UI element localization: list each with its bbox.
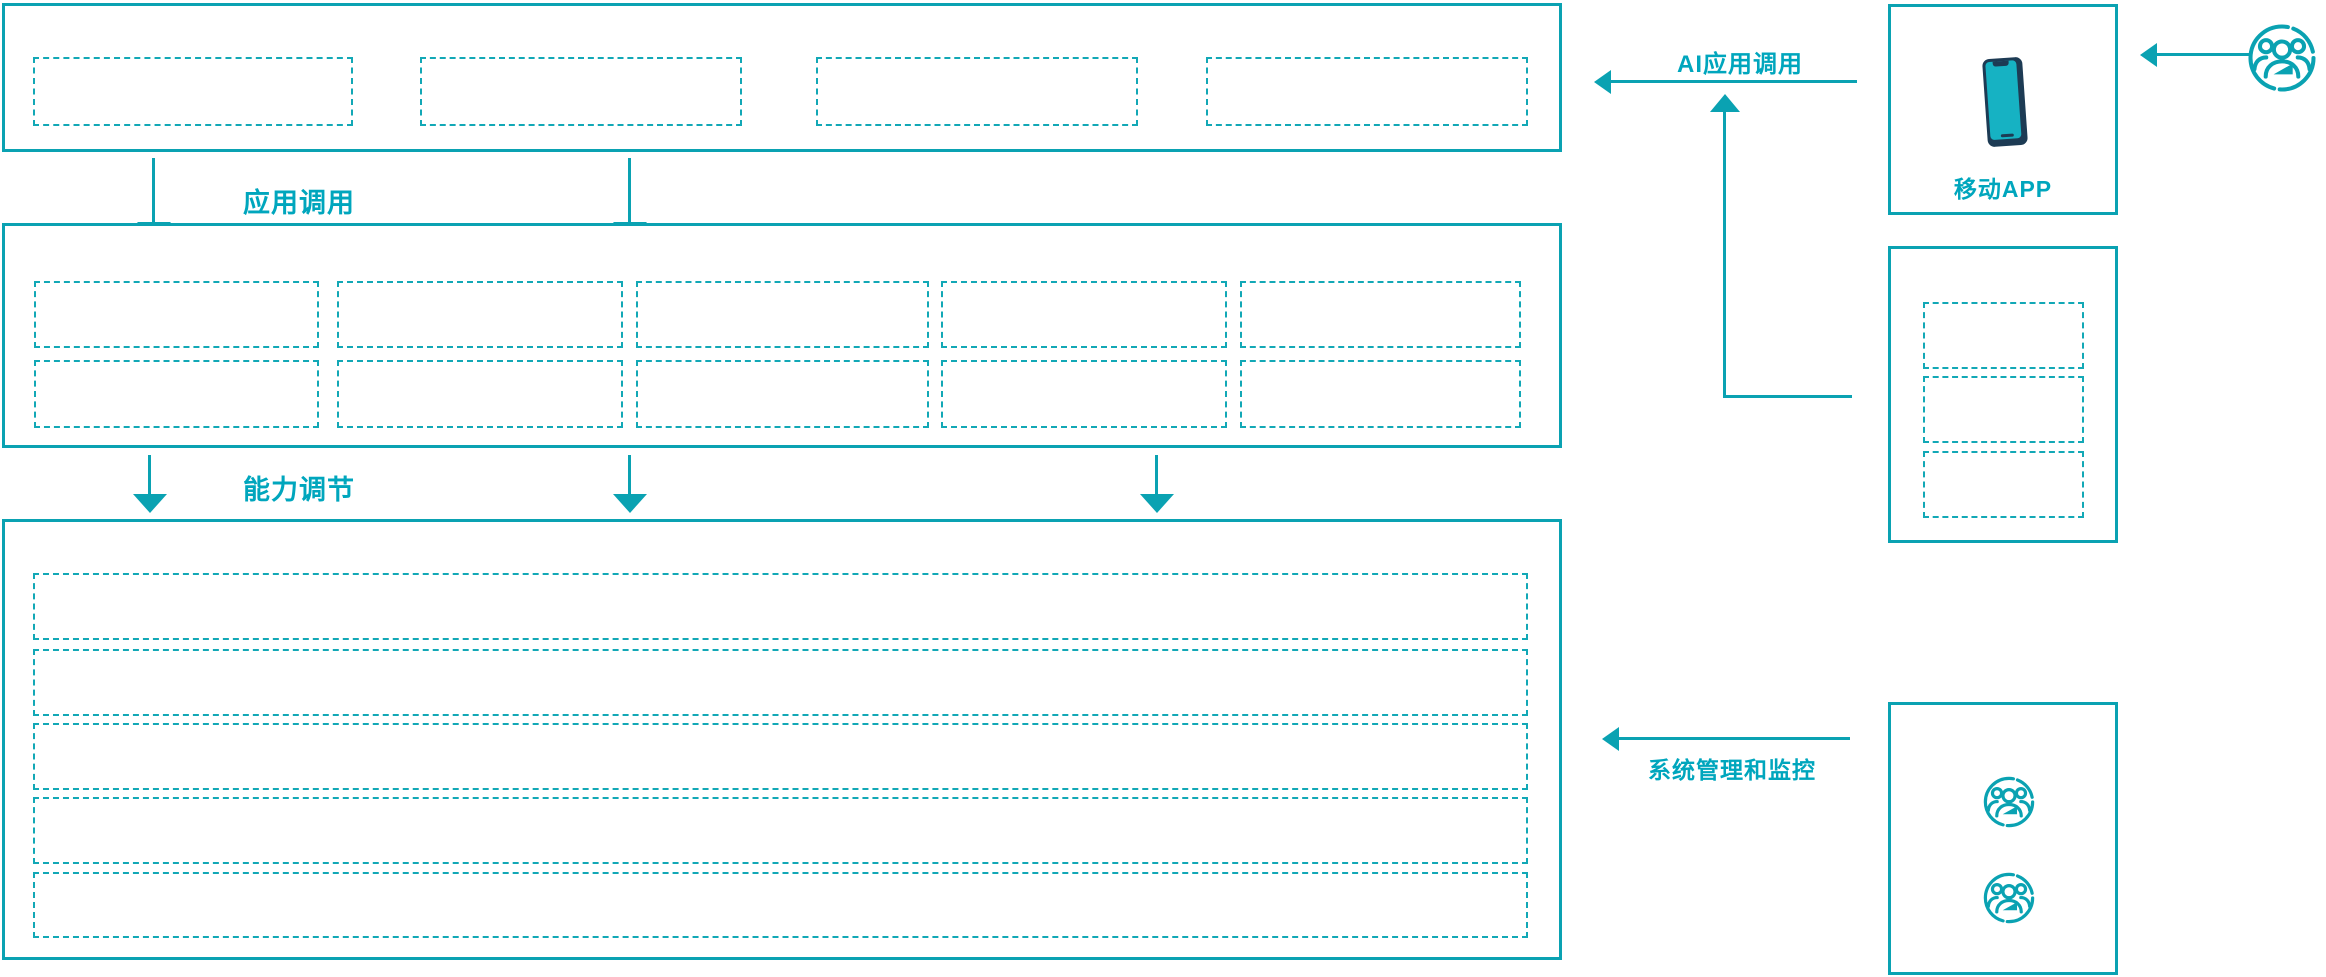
arrow-app-call-2-shaft	[628, 158, 631, 224]
middle-placeholder-r2c1	[34, 360, 319, 428]
right-panel-placeholder-2	[1923, 376, 2084, 443]
arrow-capability-2-shaft	[628, 455, 631, 497]
arrow-capability-3-head	[1140, 494, 1174, 513]
admin-user-group-icon-2	[1982, 871, 2036, 925]
top-placeholder-1	[33, 57, 353, 126]
middle-placeholder-r2c4	[941, 360, 1227, 428]
arrow-capability-2-head	[613, 494, 647, 513]
right-panel-placeholder-3	[1923, 451, 2084, 518]
middle-placeholder-r1c2	[337, 281, 623, 348]
right-panel-box	[1888, 246, 2118, 543]
admin-user-group-icon-1	[1982, 775, 2036, 829]
connector-horizontal-shaft	[1723, 395, 1852, 398]
capability-adjust-label: 能力调节	[243, 475, 355, 505]
right-panel-placeholder-1	[1923, 302, 2084, 369]
top-placeholder-2	[420, 57, 742, 126]
arrow-app-call-1-shaft	[152, 158, 155, 224]
middle-placeholder-r2c3	[636, 360, 929, 428]
arrow-capability-1-head	[133, 494, 167, 513]
middle-layer-box	[2, 223, 1562, 448]
top-layer-box	[2, 3, 1562, 152]
middle-placeholder-r1c4	[941, 281, 1227, 348]
ai-app-call-label: AI应用调用	[1677, 51, 1803, 78]
arrow-capability-1-shaft	[148, 455, 151, 497]
arrow-capability-3-shaft	[1155, 455, 1158, 497]
system-monitor-label: 系统管理和监控	[1648, 757, 1816, 783]
arrow-ai-call-shaft	[1608, 80, 1857, 83]
mobile-phone-icon	[1981, 56, 2029, 148]
user-group-icon	[2246, 22, 2318, 94]
app-call-label: 应用调用	[243, 188, 355, 218]
top-placeholder-3	[816, 57, 1138, 126]
arrow-system-monitor-shaft	[1616, 737, 1850, 740]
arrow-system-monitor-head	[1602, 727, 1619, 751]
middle-placeholder-r2c5	[1240, 360, 1521, 428]
arrow-user-to-app-head	[2140, 43, 2157, 67]
arrow-user-to-app-shaft	[2154, 53, 2249, 56]
bottom-row-5	[33, 872, 1528, 938]
middle-placeholder-r1c1	[34, 281, 319, 348]
phone-screen	[1985, 60, 2022, 141]
mobile-app-label: 移动APP	[1953, 176, 2053, 202]
bottom-layer-box	[2, 519, 1562, 960]
arrow-ai-call-head	[1594, 70, 1611, 94]
bottom-row-4	[33, 797, 1528, 864]
bottom-row-3	[33, 723, 1528, 790]
bottom-row-2	[33, 649, 1528, 716]
middle-placeholder-r2c2	[337, 360, 623, 428]
admin-box	[1888, 702, 2118, 975]
bottom-row-1	[33, 573, 1528, 640]
connector-up-head	[1710, 94, 1740, 112]
connector-up-shaft	[1723, 111, 1726, 398]
top-placeholder-4	[1206, 57, 1528, 126]
middle-placeholder-r1c3	[636, 281, 929, 348]
middle-placeholder-r1c5	[1240, 281, 1521, 348]
